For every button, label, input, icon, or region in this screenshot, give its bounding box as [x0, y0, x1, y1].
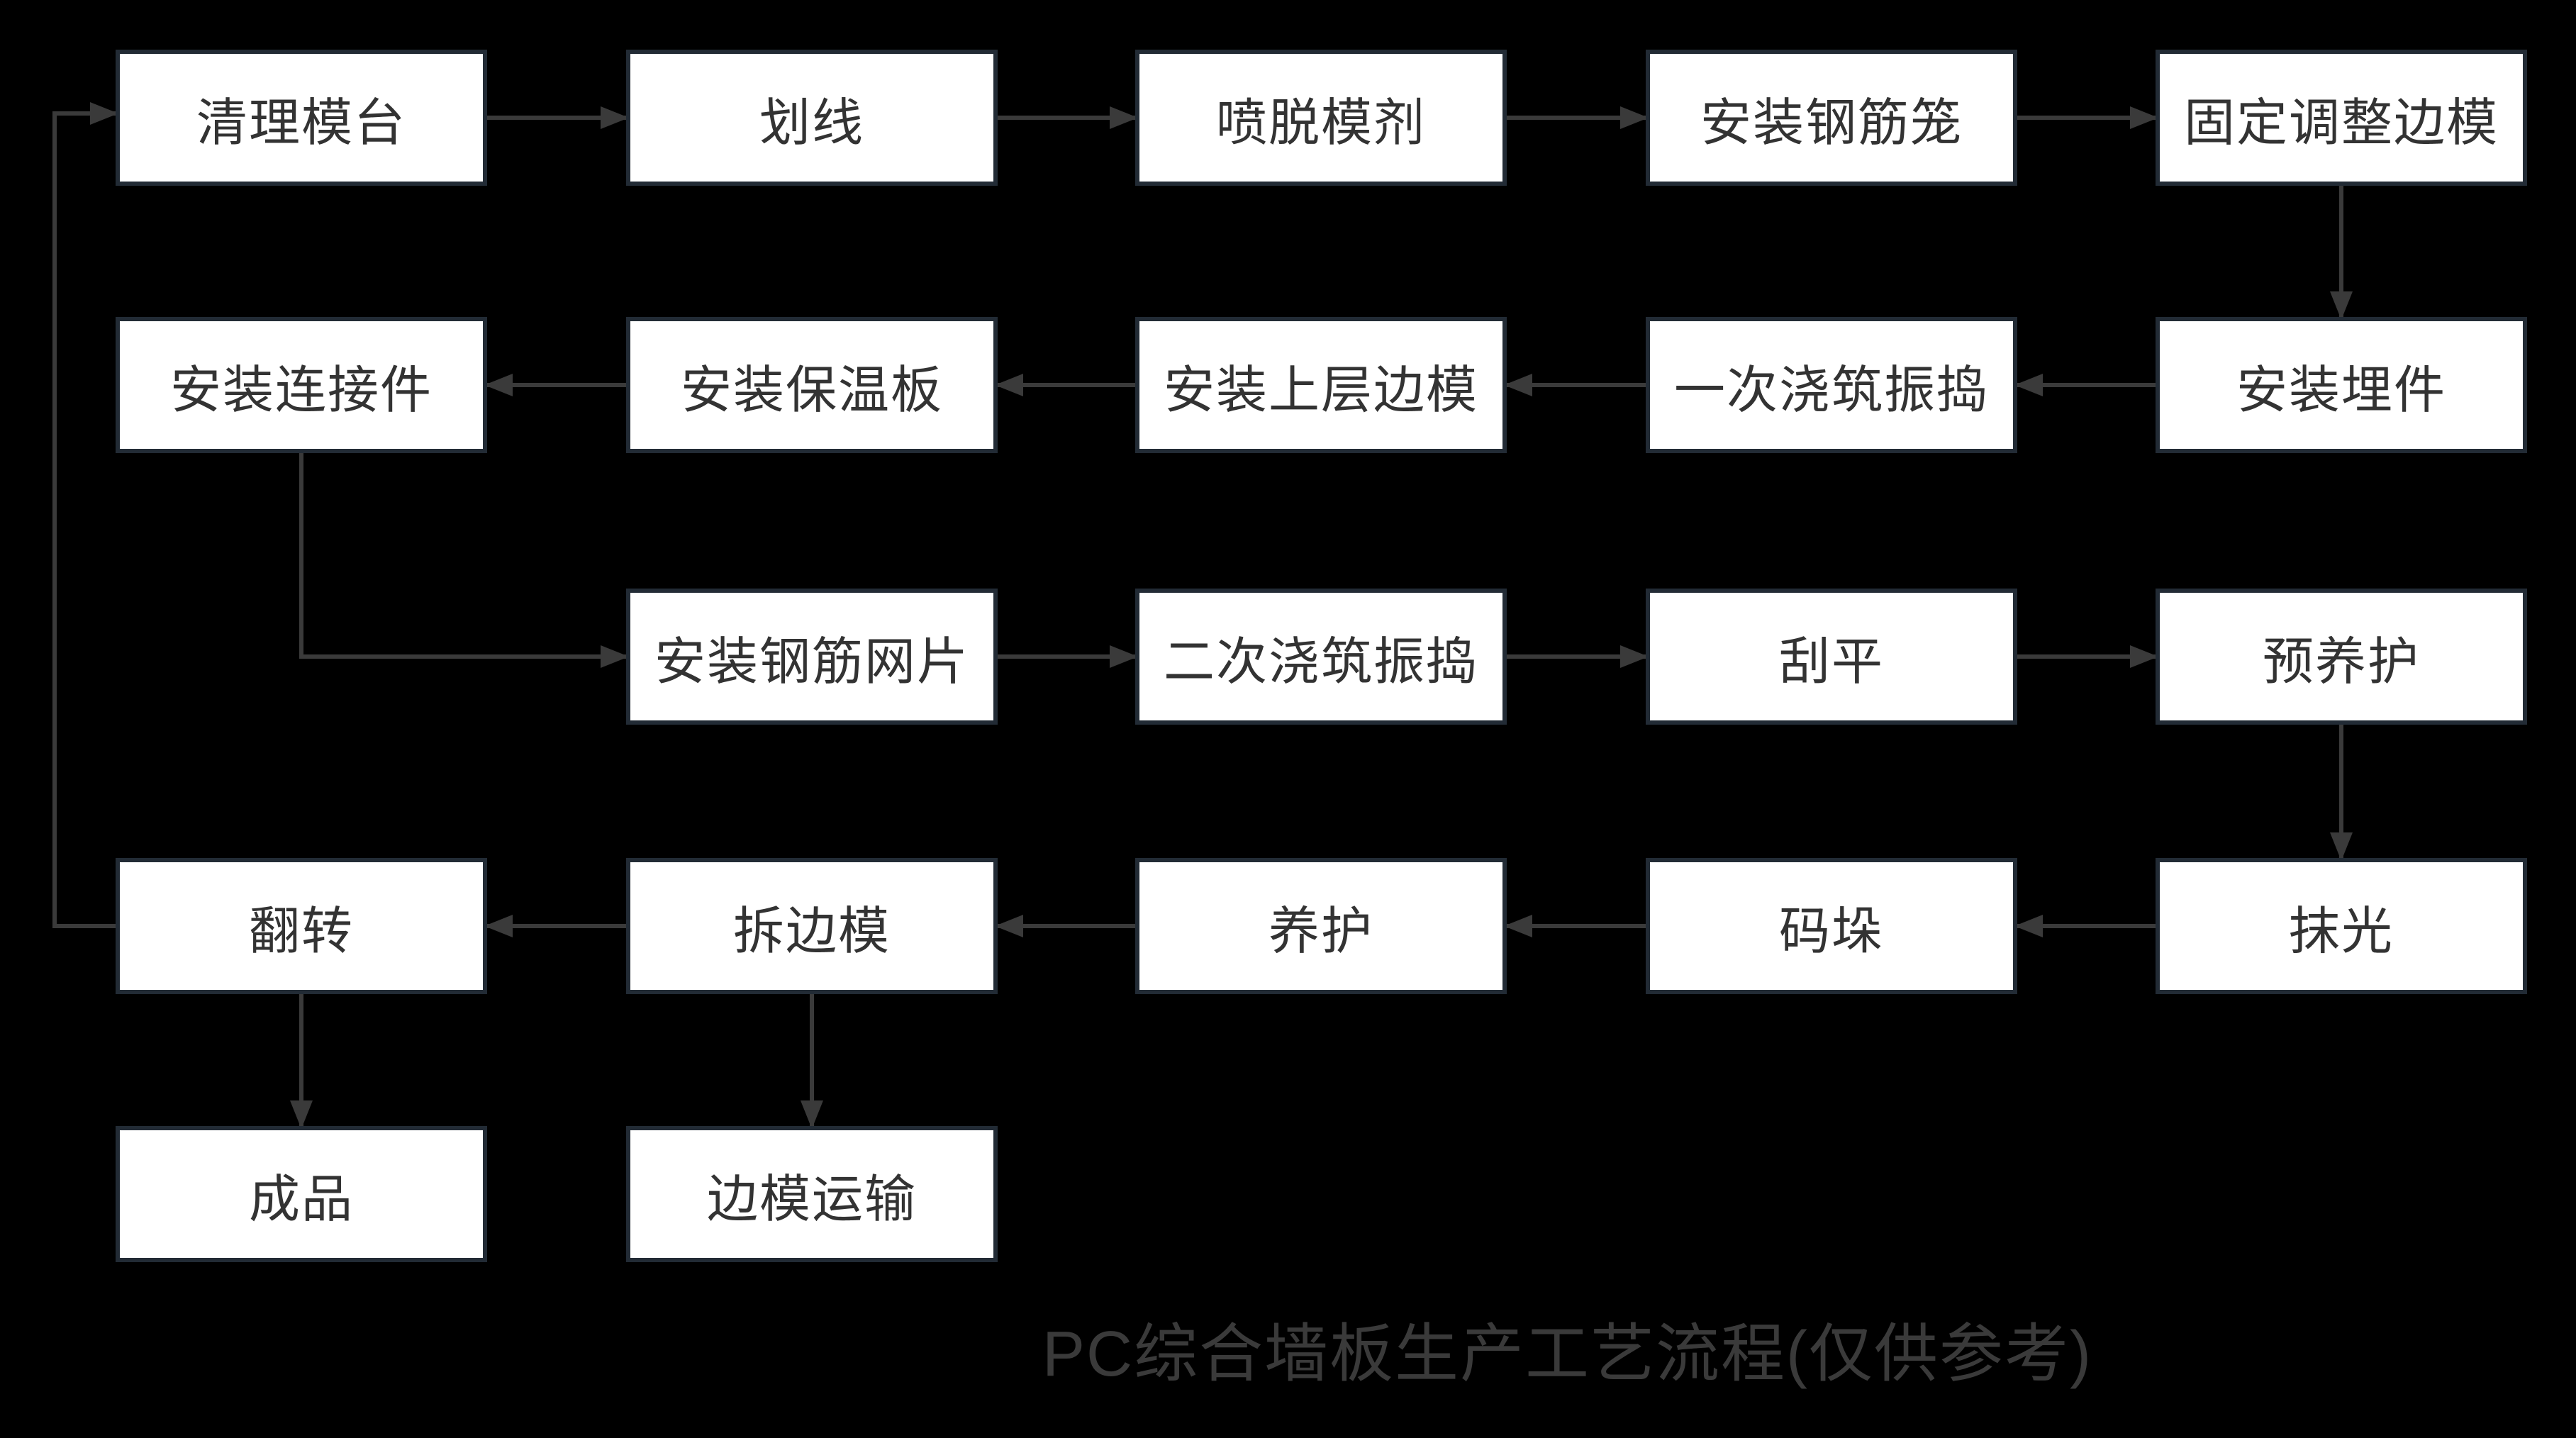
flow-node-flip: 翻转 — [116, 858, 487, 994]
flow-node-first-pour-vibrate: 一次浇筑振捣 — [1646, 317, 2017, 453]
flow-node-marking: 划线 — [626, 50, 998, 186]
flow-node-remove-side-molds: 拆边模 — [626, 858, 998, 994]
flow-node-scrape-level: 刮平 — [1646, 589, 2017, 725]
flow-node-trowel-finish: 抹光 — [2156, 858, 2527, 994]
flow-node-spray-release-agent: 喷脱模剂 — [1135, 50, 1507, 186]
flow-node-install-upper-side-molds: 安装上层边模 — [1135, 317, 1507, 453]
flow-node-side-mold-transport: 边模运输 — [626, 1126, 998, 1262]
flow-node-clean-mold-table: 清理模台 — [116, 50, 487, 186]
flow-node-fix-adjust-side-molds: 固定调整边模 — [2156, 50, 2527, 186]
flow-node-finished-product: 成品 — [116, 1126, 487, 1262]
flow-node-install-connectors: 安装连接件 — [116, 317, 487, 453]
diagram-title: PC综合墙板生产工艺流程(仅供参考) — [1042, 1319, 2092, 1390]
flow-node-install-rebar-cage: 安装钢筋笼 — [1646, 50, 2017, 186]
flow-node-stacking: 码垛 — [1646, 858, 2017, 994]
flow-node-curing: 养护 — [1135, 858, 1507, 994]
flow-node-install-insulation-board: 安装保温板 — [626, 317, 998, 453]
flow-node-install-embedded-parts: 安装埋件 — [2156, 317, 2527, 453]
flow-node-pre-curing: 预养护 — [2156, 589, 2527, 725]
flow-node-second-pour-vibrate: 二次浇筑振捣 — [1135, 589, 1507, 725]
flow-node-install-rebar-mesh: 安装钢筋网片 — [626, 589, 998, 725]
